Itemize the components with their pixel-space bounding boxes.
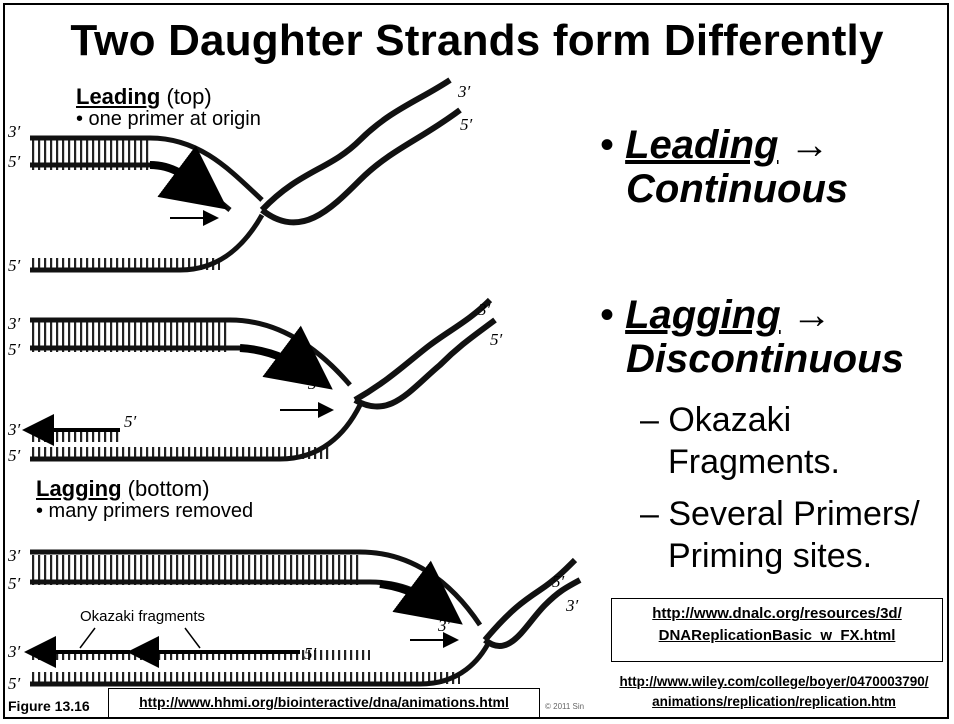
sub-bullet-okazaki: – Okazaki — [640, 398, 791, 442]
bullet-leading-term: Leading — [625, 123, 778, 167]
end-label-3prime: 3′ — [8, 546, 20, 566]
wiley-link-line1[interactable]: http://www.wiley.com/college/boyer/04700… — [596, 672, 952, 692]
bullet-dot: • — [600, 293, 625, 337]
dnalc-link-line1[interactable]: http://www.dnalc.org/resources/3d/ — [618, 603, 936, 625]
dnalc-link-line2[interactable]: DNAReplicationBasic_w_FX.html — [618, 625, 936, 647]
bullet-lagging-discontinuous: Discontinuous — [626, 336, 904, 382]
end-label-5prime: 5′ — [8, 446, 20, 466]
end-label-5prime: 5′ — [552, 572, 564, 592]
bullet-lagging-term: Lagging — [625, 293, 781, 337]
figure-label: Figure 13.16 — [8, 698, 90, 714]
helix-strand-a — [355, 300, 490, 400]
end-label-5prime: 5′ — [8, 674, 20, 694]
dnalc-link-box[interactable]: http://www.dnalc.org/resources/3d/ DNARe… — [611, 598, 943, 662]
hhmi-link-box[interactable]: http://www.hhmi.org/biointeractive/dna/a… — [108, 688, 540, 718]
end-label-5prime: 5′ — [8, 152, 20, 172]
end-label-3prime: 3′ — [566, 596, 578, 616]
end-label-3prime: 3′ — [438, 616, 450, 636]
bullet-dot: • — [600, 123, 625, 167]
end-label-3prime: 3′ — [8, 420, 20, 440]
end-label-5prime: 5′ — [124, 412, 136, 432]
helix-strand-b — [355, 320, 495, 407]
fork-lagging-start — [30, 300, 495, 459]
end-label-3prime: 3′ — [308, 374, 320, 394]
okazaki-pointer — [185, 628, 200, 648]
end-label-3prime: 3′ — [478, 300, 490, 320]
sub-bullet-primers-cont: Priming sites. — [668, 534, 872, 578]
bullet-leading: • Leading → — [600, 122, 830, 168]
helix-strand-a — [262, 80, 450, 210]
sub-bullet-primers: – Several Primers/ — [640, 492, 920, 536]
wiley-link[interactable]: http://www.wiley.com/college/boyer/04700… — [596, 672, 952, 712]
end-label-5prime: 5′ — [8, 574, 20, 594]
lagging-label: Lagging (bottom) — [36, 478, 210, 500]
end-label-5prime: 5′ — [490, 330, 502, 350]
bullet-leading-continuous: Continuous — [626, 166, 848, 212]
lagging-term: Lagging — [36, 476, 122, 501]
leading-note: • one primer at origin — [76, 108, 261, 130]
helix-strand-b — [262, 110, 460, 222]
end-label-3prime: 3′ — [8, 122, 20, 142]
hhmi-link[interactable]: http://www.hhmi.org/biointeractive/dna/a… — [113, 693, 535, 711]
bullet-lagging: • Lagging → — [600, 292, 832, 338]
end-label-3prime: 3′ — [8, 314, 20, 334]
end-label-3prime: 3′ — [458, 82, 470, 102]
leading-suffix: (top) — [160, 84, 211, 109]
end-label-5prime: 5′ — [8, 340, 20, 360]
end-label-5prime: 5′ — [8, 256, 20, 276]
lagging-note: • many primers removed — [36, 500, 253, 522]
bullet-leading-arrow: → — [778, 123, 829, 167]
bullet-lagging-arrow: → — [781, 293, 832, 337]
lagging-suffix: (bottom) — [122, 476, 210, 501]
wiley-link-line2[interactable]: animations/replication/replication.htm — [596, 692, 952, 712]
leading-label: Leading (top) — [76, 86, 212, 108]
end-label-3prime: 3′ — [8, 642, 20, 662]
okazaki-fragments-label: Okazaki fragments — [80, 608, 205, 625]
copyright-note: © 2011 Sin — [545, 702, 584, 711]
okazaki-pointer — [80, 628, 95, 648]
leading-term: Leading — [76, 84, 160, 109]
end-label-5prime: 5′ — [460, 115, 472, 135]
sub-bullet-okazaki-cont: Fragments. — [668, 440, 840, 484]
leading-synthesis-arrow — [150, 165, 215, 200]
end-label-5prime: 5′ — [304, 644, 316, 664]
